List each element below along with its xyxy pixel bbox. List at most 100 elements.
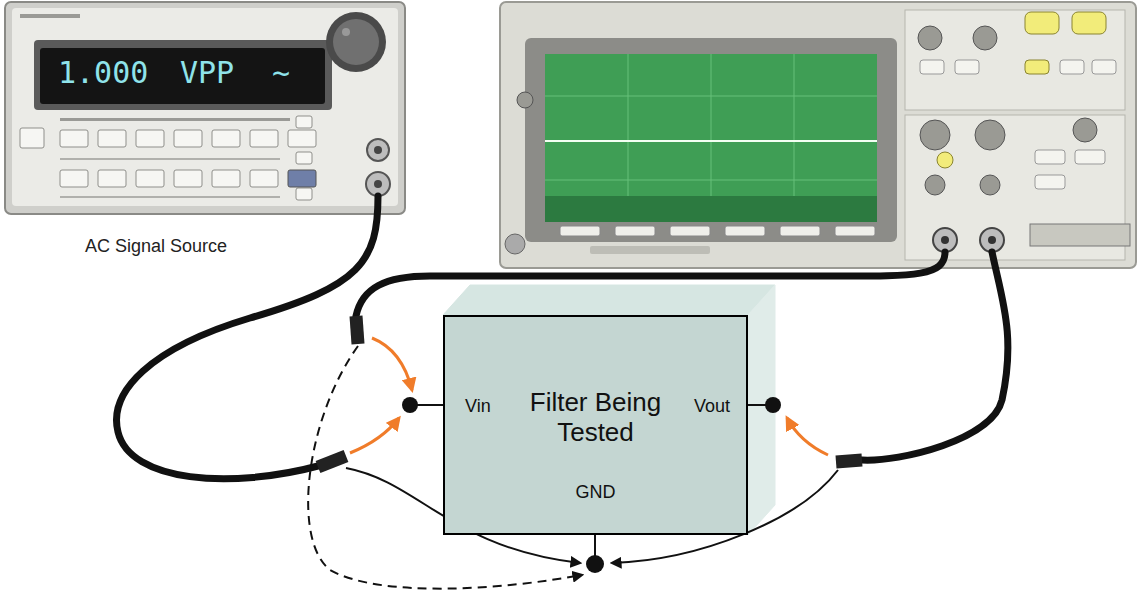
terminals-part	[586, 555, 604, 573]
function-generator-part-part	[174, 130, 202, 147]
function-generator-part-part	[296, 188, 312, 200]
oscilloscope-part-part	[973, 26, 997, 50]
oscilloscope-part	[933, 228, 957, 252]
lcd-display: 1.000 VPP ~	[40, 48, 325, 104]
oscilloscope-part	[937, 12, 1106, 168]
waveform-symbol: ~	[272, 56, 290, 91]
function-generator-part	[20, 116, 316, 200]
function-generator-part	[326, 12, 386, 72]
function-generator-part-part	[98, 170, 126, 187]
oscilloscope-part-part	[1072, 12, 1106, 34]
terminals-part	[765, 397, 781, 413]
function-generator-part-part	[296, 116, 312, 128]
oscilloscope-part-part	[955, 60, 979, 74]
oscilloscope-part-part	[615, 226, 655, 236]
oscilloscope-part-part	[920, 60, 944, 74]
oscilloscope-part	[545, 54, 877, 222]
function-generator-part-part	[60, 170, 88, 187]
oscilloscope-part	[545, 196, 877, 222]
connection-arrows-part	[787, 418, 828, 455]
oscilloscope-part-part	[1075, 150, 1105, 164]
oscilloscope-part-part	[1025, 12, 1059, 34]
instrument-label: AC Signal Source	[85, 236, 227, 257]
oscilloscope-part	[545, 140, 877, 142]
oscilloscope-part-part	[835, 226, 875, 236]
probe-tips-part	[318, 456, 346, 467]
oscilloscope-part	[590, 246, 710, 254]
function-generator-part	[374, 146, 382, 154]
oscilloscope-part-part	[925, 175, 945, 195]
filter-title: Filter Being Tested	[501, 388, 691, 448]
filter-box-3d-part	[443, 285, 775, 315]
function-generator-part	[20, 14, 80, 18]
filter-box-3d	[443, 285, 775, 535]
function-generator-part	[342, 28, 350, 36]
oscilloscope-part-part	[918, 26, 942, 50]
probe-tips-part	[356, 316, 358, 344]
connection-arrows-part	[372, 338, 412, 390]
oscilloscope-part-part	[670, 226, 710, 236]
function-generator-part	[5, 2, 405, 214]
function-generator-part	[12, 8, 398, 206]
function-generator	[5, 2, 405, 214]
filter-box: Filter Being Tested Vin VoutGND	[443, 315, 748, 535]
function-generator-part	[34, 40, 332, 110]
function-generator-part	[367, 139, 389, 161]
oscilloscope-part-part	[980, 175, 1000, 195]
oscilloscope-part	[988, 236, 996, 244]
function-generator-part	[60, 158, 280, 160]
pin-label: GND	[576, 482, 616, 503]
function-generator-part-part	[20, 128, 44, 148]
function-generator-part-part	[136, 170, 164, 187]
oscilloscope-part-part	[920, 120, 950, 150]
oscilloscope-part-part	[975, 120, 1005, 150]
oscilloscope-part-part	[725, 226, 765, 236]
oscilloscope-part-part	[1035, 175, 1065, 189]
function-generator-part-part	[288, 130, 316, 147]
oscilloscope-part-part	[1025, 60, 1049, 74]
function-generator-part-part	[250, 130, 278, 147]
function-generator-part	[288, 170, 316, 187]
oscilloscope-part	[500, 2, 1136, 268]
function-generator-part-part	[212, 130, 240, 147]
function-generator-part	[333, 19, 379, 65]
oscilloscope-part-part	[1035, 150, 1065, 164]
oscilloscope-part	[517, 26, 1097, 195]
function-generator-part	[60, 118, 290, 121]
probe-tips-part	[836, 460, 862, 462]
oscilloscope-part	[1030, 224, 1130, 246]
oscilloscope-part-part	[1092, 60, 1116, 74]
oscilloscope-part	[905, 10, 1125, 110]
coax-cables-part	[356, 252, 945, 316]
function-generator-part-part	[136, 130, 164, 147]
function-generator-part-part	[296, 152, 312, 164]
function-generator-part	[366, 172, 390, 196]
function-generator-part-part	[212, 170, 240, 187]
oscilloscope-part	[525, 38, 897, 242]
terminals-part	[402, 397, 418, 413]
oscilloscope-part	[980, 228, 1004, 252]
pin-label: Vout	[694, 396, 730, 417]
coax-cables-part	[862, 252, 1008, 460]
oscilloscope-part-part	[780, 226, 820, 236]
oscilloscope-part-part	[517, 92, 533, 108]
function-generator-part-part	[174, 170, 202, 187]
function-generator-part-part	[60, 130, 88, 147]
display-value: 1.000	[58, 56, 148, 91]
oscilloscope-part-part	[1060, 60, 1084, 74]
oscilloscope-part	[941, 236, 949, 244]
oscilloscope-part	[545, 54, 877, 222]
pin-label: Vin	[465, 396, 491, 417]
oscilloscope	[500, 2, 1136, 268]
oscilloscope-part-part	[560, 226, 600, 236]
function-generator-part-part	[250, 170, 278, 187]
oscilloscope-part	[920, 60, 1116, 189]
connection-arrows-part	[350, 418, 399, 453]
function-generator-part	[60, 196, 280, 198]
oscilloscope-part-part	[1073, 118, 1097, 142]
display-unit: VPP	[180, 56, 234, 91]
oscilloscope-part	[560, 226, 875, 236]
function-generator-part-part	[98, 130, 126, 147]
oscilloscope-part	[505, 234, 525, 254]
